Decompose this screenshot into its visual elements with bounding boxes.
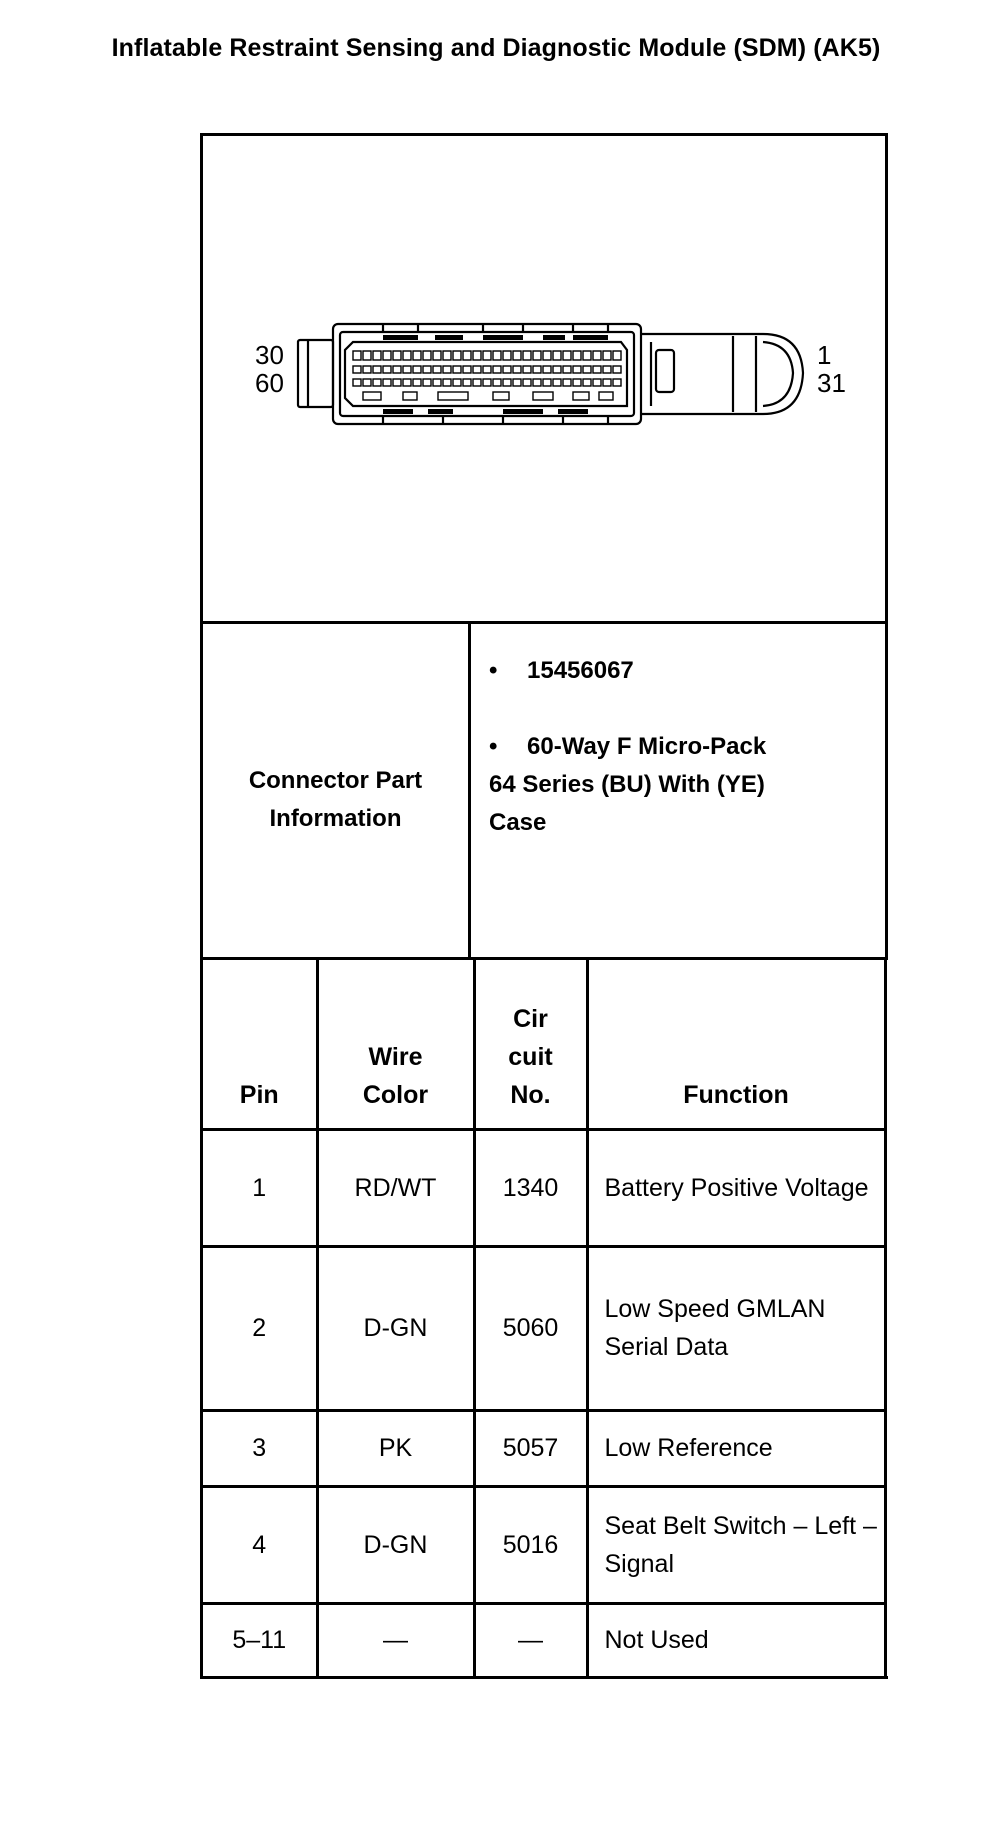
part-number: 15456067 [527, 657, 634, 684]
header-wire-line2: Color [362, 1080, 429, 1109]
connector-description-line2: 64 Series (BU) With (YE) [489, 771, 765, 798]
cell-circuit: 1340 [474, 1129, 589, 1248]
page-title: Inflatable Restraint Sensing and Diagnos… [111, 34, 881, 62]
connector-drawing [296, 322, 805, 426]
part-number-item: • 15456067 [489, 652, 871, 690]
info-label-line2: Information [269, 804, 402, 832]
pin-label-30: 30 [255, 340, 284, 370]
header-function-text: Function [683, 1080, 789, 1109]
connector-description-line1: 60-Way F Micro-Pack [527, 733, 767, 760]
cell-circuit: 5060 [474, 1246, 589, 1412]
bullet: • [489, 657, 498, 684]
cell-function: Low Reference [587, 1410, 887, 1488]
connector-part-info-values: • 15456067 • 60-Way F Micro-Pack 64 Seri… [471, 624, 888, 957]
table-row: 5–11 — — Not Used [203, 1603, 887, 1676]
table-row: 2 D-GN 5060 Low Speed GMLAN Serial Data [203, 1246, 887, 1412]
cell-wire-color: — [317, 1603, 476, 1676]
table-row: 1 RD/WT 1340 Battery Positive Voltage [203, 1129, 887, 1248]
cell-pin: 4 [203, 1486, 319, 1605]
cell-wire-color: RD/WT [317, 1129, 476, 1248]
cell-pin: 5–11 [203, 1603, 319, 1676]
cell-function: Low Speed GMLAN Serial Data [587, 1246, 887, 1412]
pin-table: Pin Wire Color Cir cuit No. Function 1 R… [203, 960, 887, 1676]
header-wire-line1: Wire [368, 1042, 423, 1071]
connector-end-view: 30 60 1 31 [203, 136, 888, 624]
cell-pin: 1 [203, 1129, 319, 1248]
header-pin: Pin [203, 960, 319, 1131]
cell-wire-color: D-GN [317, 1486, 476, 1605]
connector-part-info-row: Connector Part Information • 15456067 • … [203, 624, 888, 960]
pin-table-header: Pin Wire Color Cir cuit No. Function [203, 960, 887, 1131]
header-circuit-line3: No. [510, 1080, 551, 1109]
bullet: • [489, 733, 498, 760]
table-row: 4 D-GN 5016 Seat Belt Switch – Left – Si… [203, 1486, 887, 1605]
pin-label-60: 60 [255, 368, 284, 398]
cell-circuit: — [474, 1603, 589, 1676]
header-circuit-line2: cuit [508, 1042, 553, 1071]
cell-function: Seat Belt Switch – Left – Signal [587, 1486, 887, 1605]
header-circuit-line1: Cir [513, 1004, 548, 1033]
header-circuit-no: Cir cuit No. [474, 960, 589, 1131]
table-row: 3 PK 5057 Low Reference [203, 1410, 887, 1488]
cell-pin: 2 [203, 1246, 319, 1412]
cell-function: Not Used [587, 1603, 887, 1676]
connector-part-info-label: Connector Part Information [203, 624, 471, 957]
connector-description-item: • 60-Way F Micro-Pack 64 Series (BU) Wit… [489, 728, 871, 842]
header-pin-text: Pin [239, 1080, 279, 1109]
info-label-line1: Connector Part [248, 766, 423, 794]
cell-wire-color: D-GN [317, 1246, 476, 1412]
pin-label-1: 1 [817, 340, 832, 370]
connector-description-line3: Case [489, 809, 547, 836]
header-wire-color: Wire Color [317, 960, 476, 1131]
pin-label-31: 31 [817, 368, 846, 398]
cell-function: Battery Positive Voltage [587, 1129, 887, 1248]
cell-circuit: 5057 [474, 1410, 589, 1488]
connector-sheet: 30 60 1 31 Connector Part Information • … [200, 133, 888, 1679]
header-function: Function [587, 960, 887, 1131]
cell-pin: 3 [203, 1410, 319, 1488]
cell-wire-color: PK [317, 1410, 476, 1488]
cell-circuit: 5016 [474, 1486, 589, 1605]
